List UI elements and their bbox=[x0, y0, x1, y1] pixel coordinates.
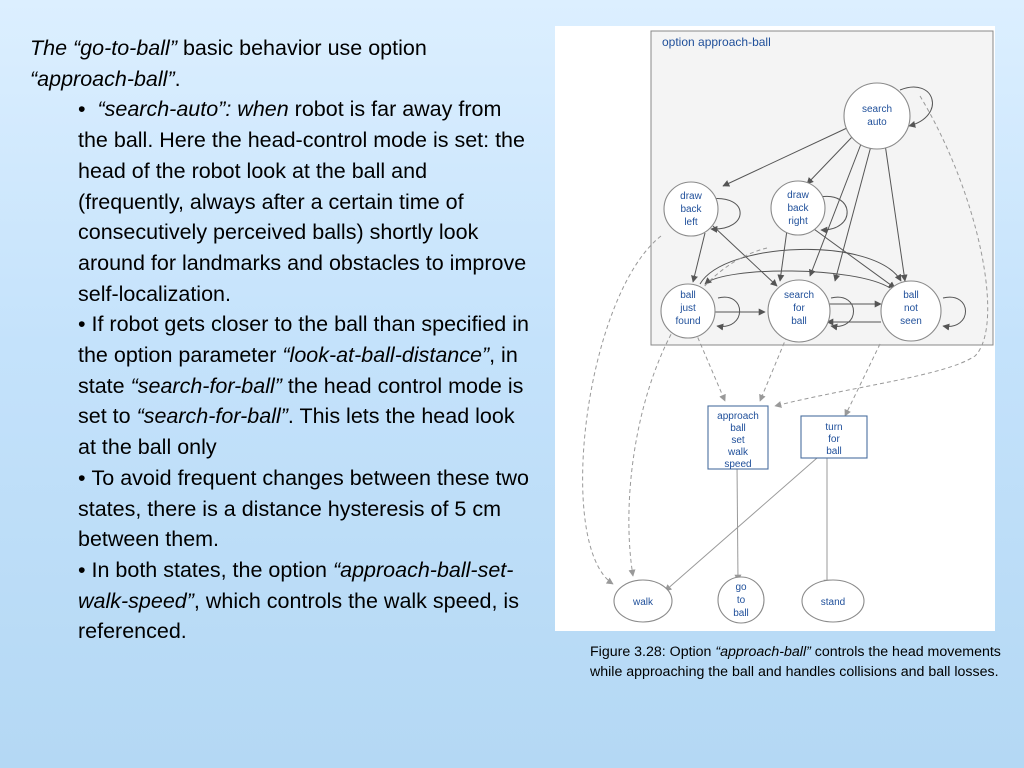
figure-caption: Figure 3.28: Option “approach-ball” cont… bbox=[590, 642, 1010, 682]
state-diagram-svg: option approach-ball bbox=[582, 30, 994, 624]
intro-em: The “go-to-ball” bbox=[30, 36, 177, 60]
state-search-auto: search auto bbox=[843, 82, 911, 150]
svg-text:for: for bbox=[793, 303, 805, 314]
svg-text:ball: ball bbox=[791, 316, 807, 327]
bullet2-d: . This lets the head look at the ball on… bbox=[78, 404, 515, 460]
svg-text:draw: draw bbox=[787, 190, 809, 201]
svg-text:ball: ball bbox=[826, 446, 842, 457]
svg-text:ball: ball bbox=[730, 423, 746, 434]
state-stand: stand bbox=[801, 579, 865, 623]
svg-text:back: back bbox=[787, 203, 809, 214]
intro-paragraph: The “go-to-ball” basic behavior use opti… bbox=[30, 33, 530, 94]
state-go-to-ball: go to ball bbox=[717, 576, 765, 624]
intro-end: . bbox=[174, 66, 181, 91]
bullet-search-auto: “search-auto”: when robot is far away fr… bbox=[78, 94, 530, 309]
bullet4-em: “approach-ball-set-walk-speed” bbox=[78, 557, 514, 613]
svg-text:speed: speed bbox=[724, 459, 751, 470]
svg-text:found: found bbox=[675, 316, 700, 327]
bullet1-text: robot is far away from the ball. Here th… bbox=[78, 97, 527, 306]
intro-rest: basic behavior use option bbox=[176, 36, 427, 60]
option-title: option approach-ball bbox=[662, 35, 771, 49]
svg-text:seen: seen bbox=[900, 316, 922, 327]
bullet2-em2: “search-for-ball” bbox=[130, 373, 282, 398]
svg-text:walk: walk bbox=[727, 447, 749, 458]
svg-text:just: just bbox=[679, 303, 696, 314]
state-draw-back-right: draw back right bbox=[770, 180, 826, 236]
svg-text:for: for bbox=[828, 434, 840, 445]
bullet3-text: To avoid frequent changes between these … bbox=[78, 465, 529, 552]
caption-em: “approach-ball” bbox=[715, 644, 811, 660]
svg-text:to: to bbox=[737, 595, 746, 606]
state-search-for-ball: search for ball bbox=[767, 279, 831, 343]
bullet2-c: the head control mode is set to bbox=[78, 373, 524, 429]
svg-text:auto: auto bbox=[867, 117, 887, 128]
bullet4-a: In both states, the option bbox=[91, 557, 333, 582]
svg-text:not: not bbox=[904, 303, 918, 314]
svg-text:ball: ball bbox=[680, 290, 696, 301]
bullet4-b: , which controls the walk speed, is refe… bbox=[78, 588, 519, 644]
bullet2-a: If robot gets closer to the ball than sp… bbox=[78, 312, 529, 368]
svg-text:left: left bbox=[684, 217, 698, 228]
slide-text: The “go-to-ball” basic behavior use opti… bbox=[30, 33, 530, 647]
svg-text:search: search bbox=[784, 290, 814, 301]
caption-rest: controls the head movements while approa… bbox=[590, 644, 1001, 680]
svg-text:ball: ball bbox=[733, 608, 749, 619]
bullet-search-for-ball: If robot gets closer to the ball than sp… bbox=[78, 309, 530, 463]
state-draw-back-left: draw back left bbox=[663, 181, 719, 237]
state-ball-not-seen: ball not seen bbox=[880, 280, 942, 342]
bullet2-b: , in state bbox=[78, 343, 518, 398]
svg-text:turn: turn bbox=[825, 422, 842, 433]
caption-prefix: Figure 3.28: Option bbox=[590, 644, 716, 660]
outer-edges bbox=[582, 95, 989, 592]
state-approach-ball-set-walk-speed: approach ball set walk speed bbox=[707, 405, 769, 470]
bullet-walk-speed: In both states, the option “approach-bal… bbox=[78, 555, 530, 647]
intro-em2: “approach-ball” bbox=[30, 66, 175, 91]
svg-text:approach: approach bbox=[717, 411, 759, 422]
state-ball-just-found: ball just found bbox=[660, 283, 716, 339]
state-walk: walk bbox=[613, 579, 673, 623]
bullet-hysteresis: To avoid frequent changes between these … bbox=[78, 463, 530, 555]
svg-text:go: go bbox=[735, 582, 747, 593]
svg-text:stand: stand bbox=[821, 597, 845, 608]
svg-text:back: back bbox=[680, 204, 702, 215]
svg-text:search: search bbox=[862, 104, 892, 115]
bullet2-em3: “search-for-ball” bbox=[136, 404, 288, 429]
bullet2-em1: “look-at-ball-distance” bbox=[282, 343, 490, 368]
svg-text:right: right bbox=[788, 216, 808, 227]
svg-text:set: set bbox=[731, 435, 745, 446]
state-diagram: option approach-ball bbox=[555, 26, 995, 631]
bullet-list: “search-auto”: when robot is far away fr… bbox=[30, 94, 530, 647]
svg-text:ball: ball bbox=[903, 290, 919, 301]
state-turn-for-ball: turn for ball bbox=[800, 415, 868, 459]
svg-text:walk: walk bbox=[632, 597, 654, 608]
bullet1-em: “search-auto”: when bbox=[97, 97, 289, 122]
svg-text:draw: draw bbox=[680, 191, 702, 202]
